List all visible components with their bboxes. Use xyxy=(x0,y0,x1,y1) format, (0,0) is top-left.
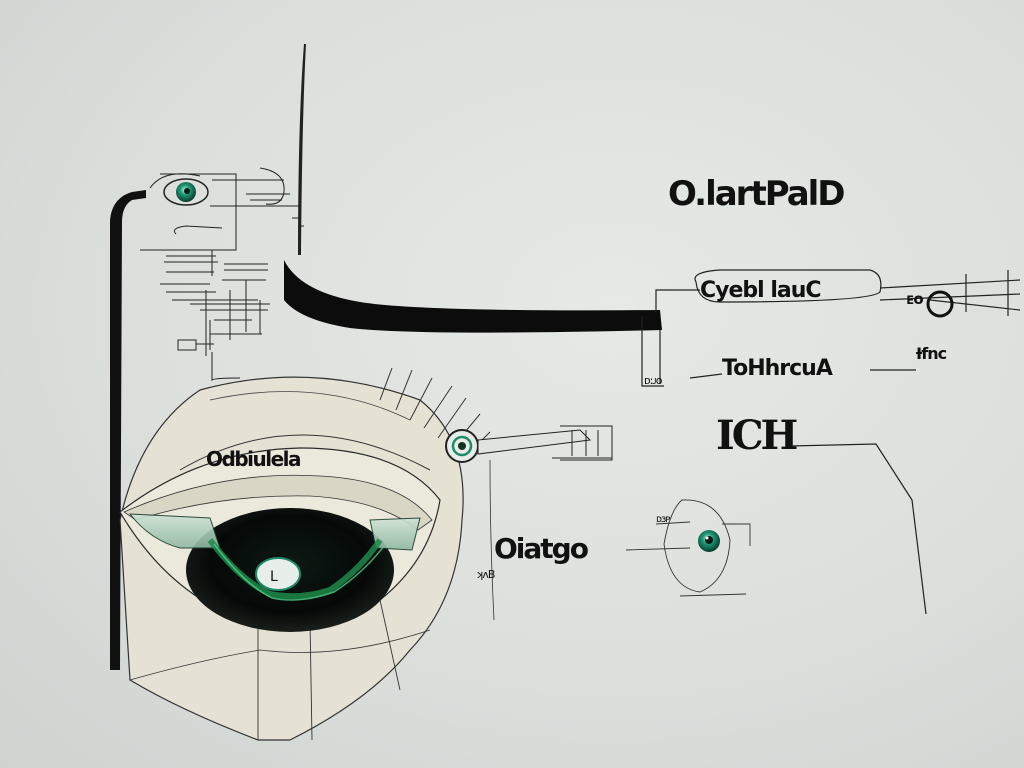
small-note-bottom: ʞᴧB xyxy=(476,568,495,581)
main-eye: L xyxy=(119,367,491,741)
callout-top-right-label: ᴇᴏ xyxy=(906,290,924,308)
callout-large-label: ICH xyxy=(716,412,798,459)
title-label: O.lartPalD xyxy=(668,174,846,214)
callout-ring xyxy=(926,290,954,318)
callout-lines xyxy=(641,269,1021,615)
callout-top-label: Cyebl lauC xyxy=(700,278,822,303)
vertical-line-top xyxy=(298,44,306,255)
callout-bottom-label: Oiatgo xyxy=(494,532,589,565)
small-eye-right xyxy=(625,499,751,597)
pupil-mark: L xyxy=(270,569,278,585)
vertical-bar-left xyxy=(110,190,146,670)
callout-mid-left-small-label: ᴅ:ᴊᴏ xyxy=(644,374,662,387)
circuit-schematic xyxy=(140,167,304,382)
callout-mid-right-label: Ɨfnc xyxy=(916,344,947,363)
eye-label: Odbiulela xyxy=(206,447,302,471)
callout-mid-label: ToHhrcuA xyxy=(722,356,833,381)
small-eye-top-left xyxy=(163,178,209,206)
side-sensor xyxy=(445,425,613,621)
horizontal-arm xyxy=(284,260,662,333)
small-note-right-eye: ᴅɜᴘ xyxy=(656,514,671,525)
